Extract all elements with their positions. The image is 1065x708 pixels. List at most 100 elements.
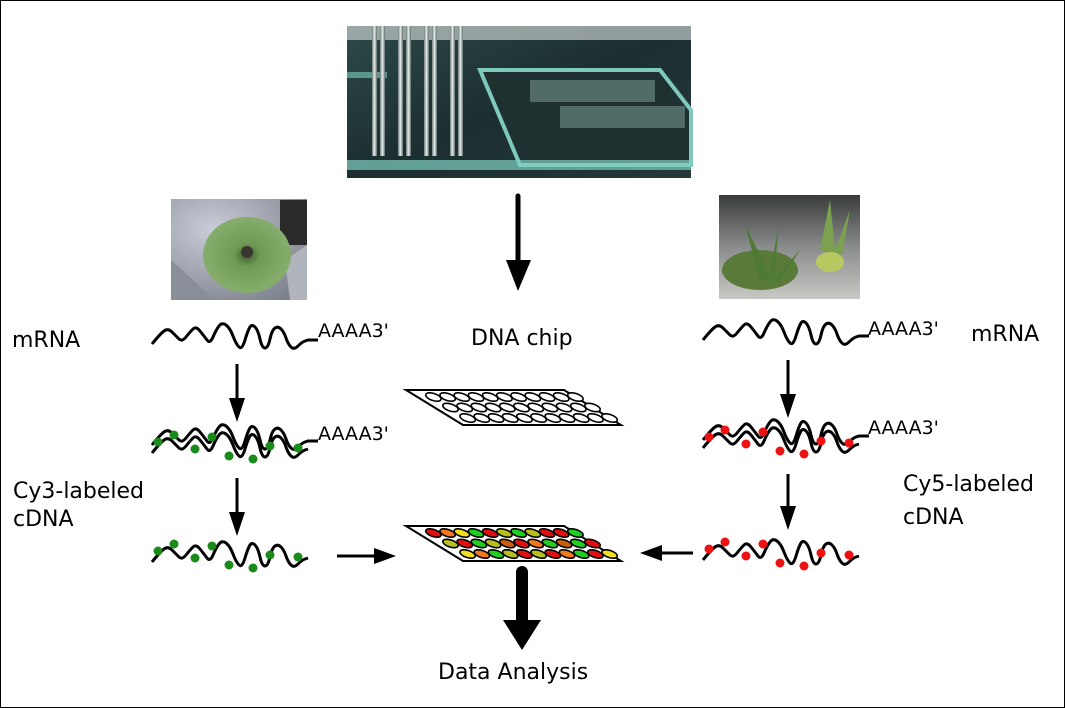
hybridized-chip-spot xyxy=(515,548,533,560)
hybridized-chip-spot xyxy=(572,548,590,560)
empty-chip-spot xyxy=(487,412,505,424)
cy5-hybrid-cdna-strand xyxy=(701,426,860,454)
cy3-dye-dot xyxy=(153,546,163,556)
polya-tail-label-right-hybrid: AAAA3' xyxy=(868,417,939,439)
hybridized-chip-spot xyxy=(501,548,519,560)
cy3-dye-dot xyxy=(265,550,275,560)
cy5-dye-dot xyxy=(799,449,809,459)
cy3-dye-dot xyxy=(293,443,303,453)
empty-chip-spot xyxy=(527,402,545,413)
empty-chip-spot xyxy=(481,391,499,403)
sample-a-strands xyxy=(150,322,318,573)
hybridized-chip-spot xyxy=(541,538,559,549)
hybridized-dna-chip xyxy=(402,525,625,562)
hybridized-chip-spot xyxy=(467,527,485,539)
empty-chip-spot xyxy=(442,402,459,413)
hybridized-chip-spot xyxy=(473,548,491,560)
microarray-robot-photo xyxy=(347,26,693,178)
cy3-dye-dot xyxy=(190,553,200,563)
dna-chip-label: DNA chip xyxy=(471,326,573,351)
hybridized-chip-spot xyxy=(459,548,477,560)
cy5-mrna-strand xyxy=(701,318,869,346)
cy3-dye-dot xyxy=(248,563,258,573)
cy5-dye-dot xyxy=(816,548,826,558)
arrow-mrna-to-hybrid-left xyxy=(229,364,245,422)
empty-chip-spot xyxy=(484,402,502,413)
cy5-dye-dot xyxy=(720,537,730,547)
empty-chip-spot xyxy=(558,412,576,424)
hybridized-chip-spot xyxy=(586,548,604,560)
empty-chip-spot xyxy=(459,412,477,424)
hybridized-chip-spot xyxy=(513,538,530,549)
polya-tail-label-right-mrna: AAAA3' xyxy=(868,318,939,340)
empty-chip-spot xyxy=(586,412,604,424)
empty-chip-spot xyxy=(424,391,442,403)
arrow-hybrid-to-cdna-left xyxy=(229,478,245,536)
hybridized-chip-spot xyxy=(552,527,570,539)
cy5-dye-dot xyxy=(704,544,714,554)
hybridized-chip-spot xyxy=(566,527,584,539)
empty-chip-spot xyxy=(566,391,584,403)
hybridized-chip-spot xyxy=(530,548,548,560)
plant-photo-left xyxy=(171,199,307,300)
empty-chip-spot xyxy=(569,402,587,413)
cy5-hybrid-mrna-strand xyxy=(701,418,869,446)
cy3-dye-dot xyxy=(224,560,234,570)
mrna-label-left: mRNA xyxy=(12,328,81,353)
cy3-dye-dot xyxy=(207,541,217,551)
cy5-dye-dot xyxy=(775,446,785,456)
cy3-dye-dot xyxy=(224,451,234,461)
data-analysis-label: Data Analysis xyxy=(438,660,589,685)
empty-chip-spot xyxy=(501,412,519,424)
hybridized-chip-spot xyxy=(424,527,442,539)
cy3-dye-dot xyxy=(265,441,275,451)
hybridized-chip-spot xyxy=(558,548,576,560)
cy5-label-line2: cDNA xyxy=(903,505,964,530)
empty-chip-spot xyxy=(524,391,542,403)
cy5-label-line1: Cy5-labeled xyxy=(903,472,1035,497)
arrow-cy3-to-chip xyxy=(337,548,396,564)
arrow-cy5-to-chip xyxy=(640,545,693,561)
cy3-dye-dot xyxy=(153,437,163,447)
arrow-hybrid-to-cdna-right xyxy=(780,474,796,530)
hybridized-chip-spot xyxy=(527,538,545,549)
cy5-dye-dot xyxy=(704,432,714,442)
empty-chip-spot xyxy=(544,412,562,424)
empty-chip-spot xyxy=(584,402,601,413)
cy5-dye-dot xyxy=(741,551,751,561)
hybridized-chip-spot xyxy=(498,538,516,549)
cy3-dye-dot xyxy=(207,432,217,442)
cy5-dye-dot xyxy=(775,558,785,568)
plant-photo-right xyxy=(719,195,860,299)
hybridized-chip-spot xyxy=(439,527,457,539)
cy3-dye-dot xyxy=(293,552,303,562)
empty-chip-spot xyxy=(541,402,559,413)
hybridized-chip-spot xyxy=(569,538,587,549)
empty-chip-spot xyxy=(498,402,516,413)
cy5-dye-dot xyxy=(720,425,730,435)
cy5-dye-dot xyxy=(799,561,809,571)
cy5-cdna-strand xyxy=(701,538,860,566)
hybridized-chip-spot xyxy=(538,527,556,539)
hybridized-chip-spot xyxy=(510,527,528,539)
empty-chip-spot xyxy=(513,402,530,413)
cy3-hybrid-cdna-strand xyxy=(150,431,309,459)
arrow-robot-to-chip xyxy=(506,193,531,291)
cy5-dye-dot xyxy=(758,427,768,437)
empty-chip-spot xyxy=(510,391,528,403)
empty-chip-spot xyxy=(453,391,471,403)
empty-chip-spot xyxy=(572,412,590,424)
arrow-chip-to-data-analysis xyxy=(503,566,541,650)
hybridized-chip-spot xyxy=(495,527,513,539)
polya-tail-label-left-hybrid: AAAA3' xyxy=(318,423,389,445)
cy5-dye-dot xyxy=(844,550,854,560)
mrna-label-right: mRNA xyxy=(971,322,1040,347)
empty-chip-spot xyxy=(601,412,619,424)
empty-chip-spot xyxy=(515,412,533,424)
hybridized-chip-spot xyxy=(453,527,471,539)
cy3-dye-dot xyxy=(248,454,258,464)
hybridized-chip-spot xyxy=(584,538,601,549)
hybridized-chip-spot xyxy=(456,538,474,549)
hybridized-chip-spot xyxy=(524,527,542,539)
